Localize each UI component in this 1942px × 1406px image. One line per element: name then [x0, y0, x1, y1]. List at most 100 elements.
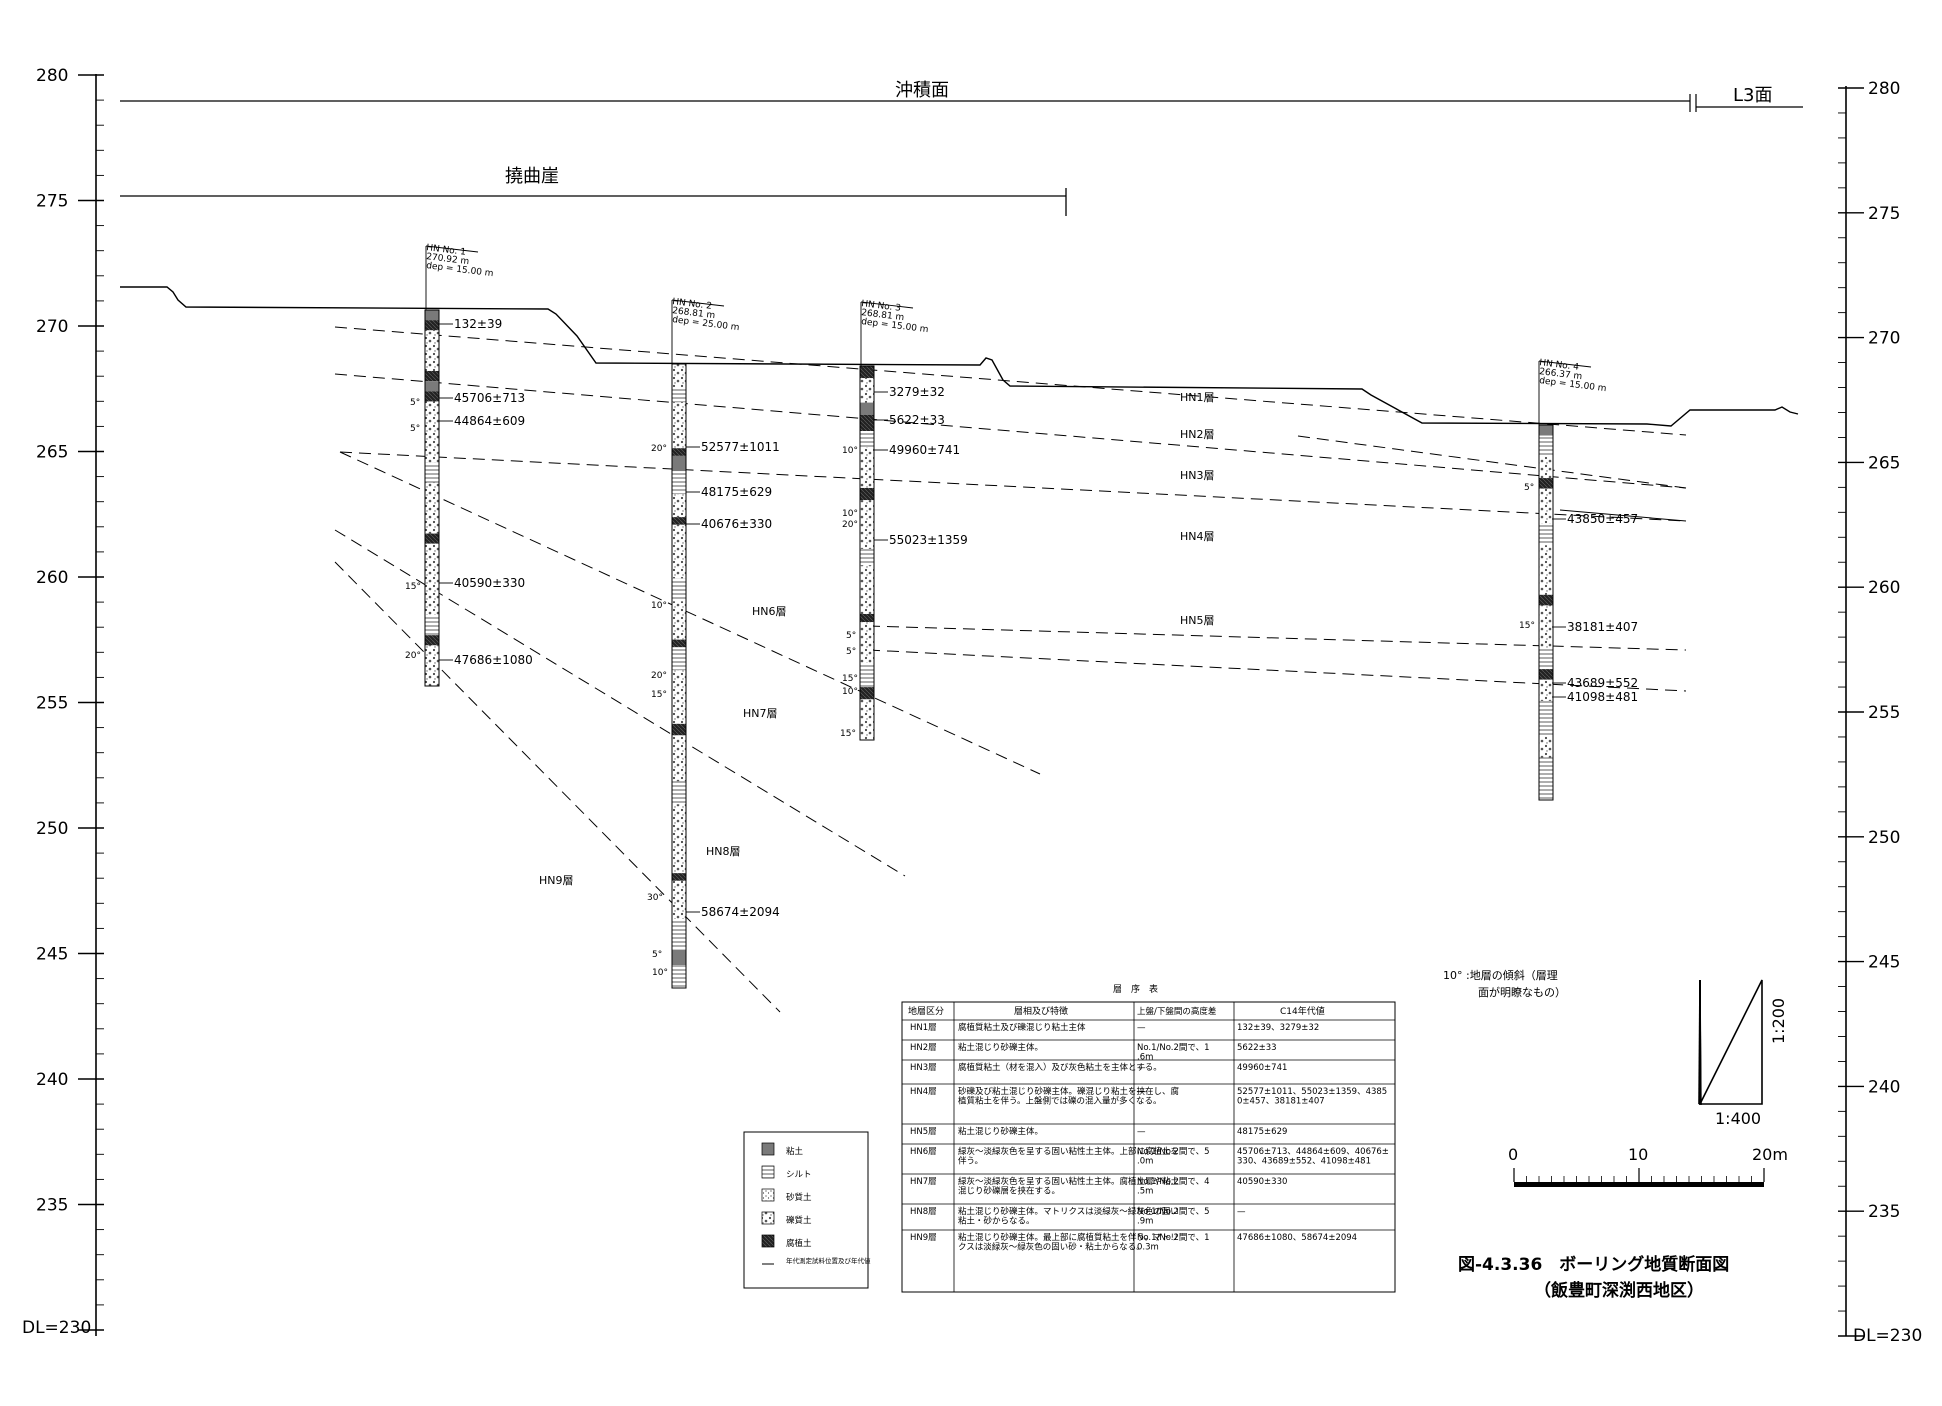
table-cell: 52577±1011、55023±1359、4385 — [1237, 1087, 1387, 1097]
dip-note: 10° :地層の傾斜（層理 面が明瞭なもの） — [1443, 968, 1566, 999]
age-label: 52577±1011 — [701, 440, 780, 454]
age-label: 47686±1080 — [454, 653, 533, 667]
elevation-tick-label-right: 250 — [1868, 828, 1900, 848]
table-cell: 40590±330 — [1237, 1177, 1287, 1187]
elevation-tick-label-right: 270 — [1868, 329, 1900, 349]
elevation-tick-label-left: 270 — [36, 317, 68, 337]
dip-mark: 30° — [647, 893, 663, 903]
table-cell: No.1/No.2間で、4 — [1137, 1177, 1209, 1187]
age-label: 41098±481 — [1567, 690, 1638, 704]
scale-bar: 0 10 20m — [1508, 1145, 1788, 1187]
table-cell: .5m — [1137, 1187, 1153, 1197]
borehole-column — [1538, 424, 1554, 801]
borehole-hn4: HN No. 4 266.37 m dep = 15.00 m — [1538, 358, 1607, 801]
elevation-tick-label-left: 235 — [36, 1196, 68, 1216]
layer-label-hn3: HN3層 — [1180, 469, 1215, 482]
legend-swatch-gravelly — [761, 1211, 775, 1225]
age-label: 40590±330 — [454, 576, 525, 590]
dip-mark: 10° — [652, 968, 668, 978]
legend-label: 粘土 — [786, 1146, 804, 1157]
legend-swatch-clay — [761, 1142, 775, 1156]
dip-mark: 15° — [1519, 621, 1535, 631]
elevation-tick-label-right: 260 — [1868, 578, 1900, 598]
borehole-column — [424, 309, 440, 687]
table-cell: HN2層 — [910, 1043, 937, 1053]
dip-note-line2: 面が明瞭なもの） — [1478, 985, 1566, 999]
layer-label-hn8: HN8層 — [706, 845, 741, 858]
table-cell: 0±457、38181±407 — [1237, 1097, 1325, 1107]
table-cell: 砂礫及び粘土混じり砂礫主体。礫混じり粘土を挟在し、腐 — [958, 1086, 1180, 1097]
elevation-tick-label-right: 275 — [1868, 204, 1900, 224]
table-cell: 132±39、3279±32 — [1237, 1023, 1319, 1033]
flexure-scarp-label: 撓曲崖 — [505, 166, 559, 187]
lithology-legend: 粘土 シルト 砂質土 礫質土 腐植土 年代測定試料位置及び年代値 — [743, 1131, 871, 1289]
dip-mark: 5° — [410, 424, 420, 434]
table-cell: 混じり砂礫層を挟在する。 — [958, 1186, 1060, 1197]
table-cell: 粘土混じり砂礫主体。最上部に腐植質粘土を伴う。マトリ — [958, 1232, 1179, 1243]
table-cell: 緑灰～淡緑灰色を呈する固い粘性土主体。上部に腐植土を — [958, 1146, 1179, 1157]
elevation-tick-label-right: 265 — [1868, 453, 1900, 473]
layer-label-hn1: HN1層 — [1180, 391, 1215, 404]
borehole-name: HN No. 3 — [861, 299, 902, 314]
table-cell: 粘土混じり砂礫主体。 — [958, 1126, 1043, 1137]
table-cell: 49960±741 — [1237, 1063, 1287, 1073]
table-header: 地層区分 — [908, 1005, 944, 1017]
elevation-tick-label-right: 255 — [1868, 703, 1900, 723]
datum-label-left: DL=230 — [22, 1318, 91, 1338]
table-cell: .0m — [1137, 1157, 1153, 1167]
table-cell: HN8層 — [910, 1207, 937, 1217]
table-cell: HN4層 — [910, 1087, 937, 1097]
table-cell: 0.3m — [1137, 1243, 1159, 1253]
table-cell: 腐植質粘土及び礫混じり粘土主体 — [958, 1022, 1086, 1033]
datum-label-right: DL=230 — [1853, 1326, 1922, 1346]
age-label: 58674±2094 — [701, 905, 780, 919]
table-header: 上盤/下盤間の高度差 — [1137, 1006, 1216, 1017]
elevation-tick-label-left: 240 — [36, 1070, 68, 1090]
dip-mark: 10° — [842, 509, 858, 519]
elevation-tick-label-left: 275 — [36, 192, 68, 212]
exaggeration-triangle: 1:200 1:400 — [1698, 979, 1788, 1128]
table-cell: HN9層 — [910, 1233, 937, 1243]
table-cell: — — [1137, 1063, 1146, 1073]
table-cell: HN6層 — [910, 1147, 937, 1157]
layer-label-hn7: HN7層 — [743, 707, 778, 720]
slope-vertical-ratio: 1:200 — [1769, 998, 1788, 1044]
table-cell: — — [1137, 1087, 1146, 1097]
table-cell: 腐植質粘土（材を混入）及び灰色粘土を主体とする。 — [958, 1062, 1162, 1073]
borehole-column — [671, 363, 687, 989]
layer-label-hn2: HN2層 — [1180, 428, 1215, 441]
elevation-tick-label-left: 250 — [36, 819, 68, 839]
legend-label: シルト — [786, 1170, 812, 1180]
table-cell: — — [1237, 1207, 1246, 1217]
dip-mark: 10° — [842, 446, 858, 456]
age-label: 49960±741 — [889, 443, 960, 457]
table-header: 層相及び特徴 — [1014, 1005, 1068, 1017]
dip-note-line1: 10° :地層の傾斜（層理 — [1443, 968, 1558, 982]
dip-mark: 15° — [840, 729, 856, 739]
caption-line1: 図-4.3.36 ボーリング地質断面図 — [1458, 1254, 1729, 1275]
table-cell: 粘土混じり砂礫主体。 — [958, 1042, 1043, 1053]
table-cell: 48175±629 — [1237, 1127, 1287, 1137]
age-label: 40676±330 — [701, 517, 772, 531]
table-cell: 粘土混じり砂礫主体。マトリクスは淡緑灰～緑灰色の固い — [958, 1206, 1179, 1217]
dip-mark: 5° — [846, 631, 856, 641]
stratigraphic-table: 層 序 表 地層区分 層相及び特徴 上盤/下盤間の高度差 C14年代値 HN1層… — [901, 983, 1396, 1293]
dip-mark: 20° — [405, 651, 421, 661]
age-label: 48175±629 — [701, 485, 772, 499]
legend-swatch-humus — [761, 1234, 775, 1248]
dip-mark: 5° — [846, 647, 856, 657]
age-label: 43850±457 — [1567, 512, 1638, 526]
table-cell: — — [1137, 1023, 1146, 1033]
table-cell: 伴う。 — [958, 1156, 983, 1167]
layer-names: HN1層 HN2層 HN3層 HN4層 HN5層 HN6層 HN7層 HN8層 … — [539, 391, 1215, 887]
borehole-hn2: HN No. 2 268.81 m dep = 25.00 m — [671, 297, 740, 989]
table-cell: 緑灰～淡緑灰色を呈する固い粘性土主体。腐植土層や粘土 — [958, 1176, 1180, 1187]
age-label: 38181±407 — [1567, 620, 1638, 634]
table-cell: No.1/No.2間で、1 — [1137, 1043, 1209, 1053]
elevation-tick-label-right: 245 — [1868, 953, 1900, 973]
elevation-tick-label-right: 235 — [1868, 1202, 1900, 1222]
layer-label-hn5: HN5層 — [1180, 614, 1215, 627]
borehole-name: HN No. 4 — [1539, 358, 1580, 373]
